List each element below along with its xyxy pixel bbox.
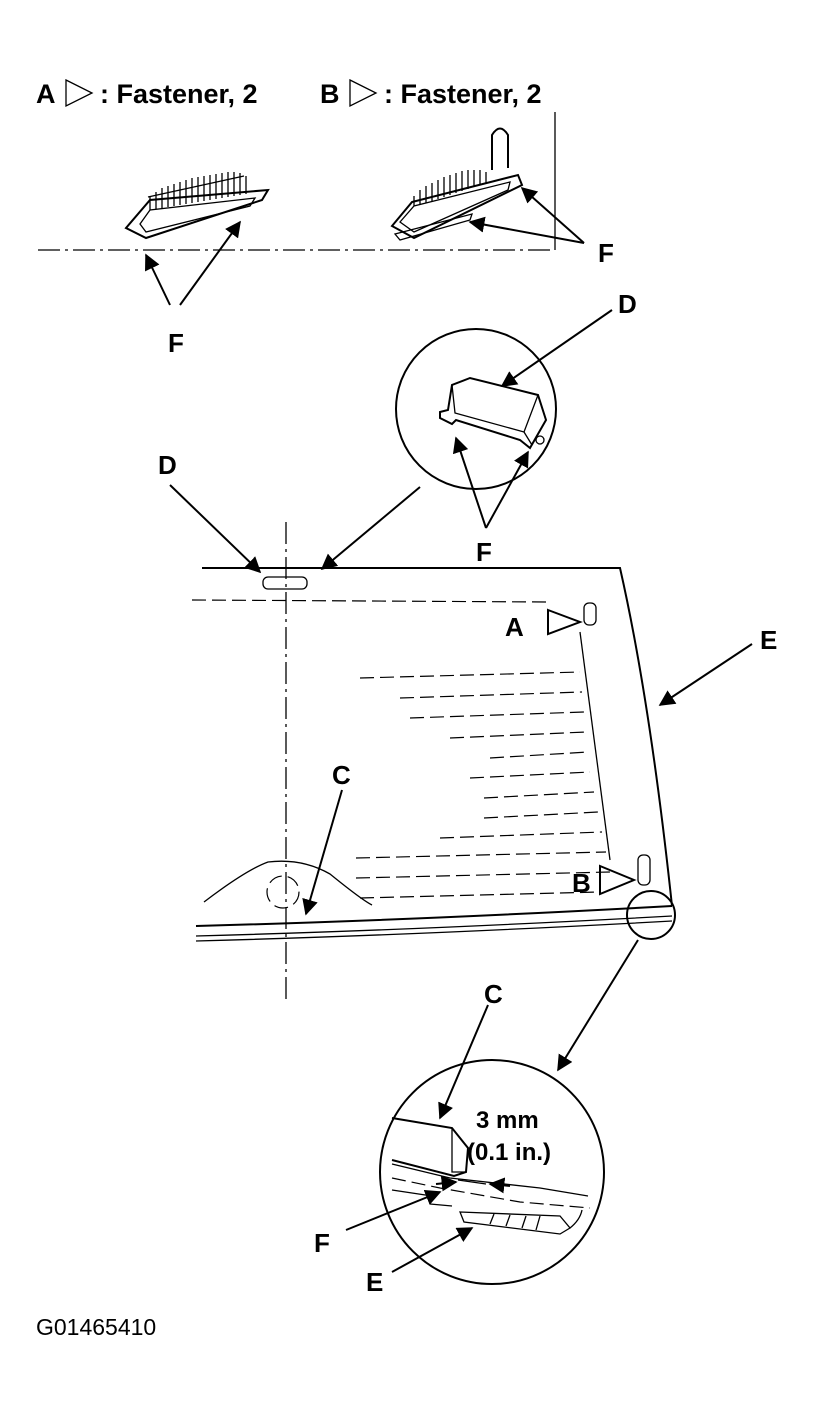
rear-window-outline (191, 522, 673, 1000)
callout-b-window: B (572, 868, 591, 898)
clip-d-on-window (262, 576, 308, 590)
callout-f-fastener-a: F (168, 328, 184, 358)
figure-code: G01465410 (36, 1314, 156, 1340)
triangle-b-icon (349, 78, 378, 108)
callout-a-window: A (505, 612, 524, 642)
fastener-a-drawing (124, 172, 270, 240)
arrow-f-bottom (345, 1189, 442, 1231)
defroster-grid (355, 671, 611, 899)
detail-circle-bottom (379, 1059, 605, 1285)
fastener-b-marker (599, 854, 651, 896)
arrows-f-detail (452, 436, 529, 529)
dimension-gap (435, 1175, 511, 1194)
callout-c-bottom: C (484, 979, 503, 1009)
bottom-detail-drawing (391, 1117, 591, 1235)
fastener-a-marker (547, 602, 597, 636)
arrow-detail-to-window (320, 486, 421, 571)
arrow-corner-to-detail (557, 939, 639, 1072)
legend-fastener-a: A : Fastener, 2 (36, 78, 258, 109)
legend-a-letter: A (36, 79, 56, 109)
dimension-metric: 3 mm (476, 1107, 539, 1134)
legend-b-text: : Fastener, 2 (384, 79, 542, 109)
callout-c-window: C (332, 760, 351, 790)
arrow-c-bottom (438, 1004, 489, 1120)
dimension-imperial: (0.1 in.) (467, 1139, 551, 1166)
clip-d-drawing (439, 376, 548, 450)
arrow-d-detail (500, 309, 613, 387)
callout-f-bottom: F (314, 1228, 330, 1258)
callout-d-window: D (158, 450, 177, 480)
fastener-a-arrows (145, 220, 241, 306)
callout-f-detail: F (476, 537, 492, 567)
arrow-c-window (302, 789, 343, 916)
arrow-e-bottom (391, 1227, 474, 1273)
legend-b-letter: B (320, 79, 340, 109)
arrow-d-window (169, 484, 262, 574)
callout-f-fastener-b: F (598, 238, 614, 268)
fastener-b-arrows (468, 186, 585, 244)
arrow-e-window (658, 643, 753, 706)
fastener-link-line (579, 631, 611, 861)
callout-e-bottom: E (366, 1267, 383, 1297)
callout-e-window: E (760, 625, 777, 655)
wiper-bump (203, 860, 373, 909)
fastener-b-drawing (390, 127, 524, 241)
triangle-a-icon (65, 78, 94, 108)
legend-a-text: : Fastener, 2 (100, 79, 258, 109)
detail-circle-clip-d (395, 328, 557, 490)
legend-fastener-b: B : Fastener, 2 (320, 78, 542, 109)
detail-circle-corner-marker (626, 890, 676, 940)
callout-d-detail: D (618, 289, 637, 319)
